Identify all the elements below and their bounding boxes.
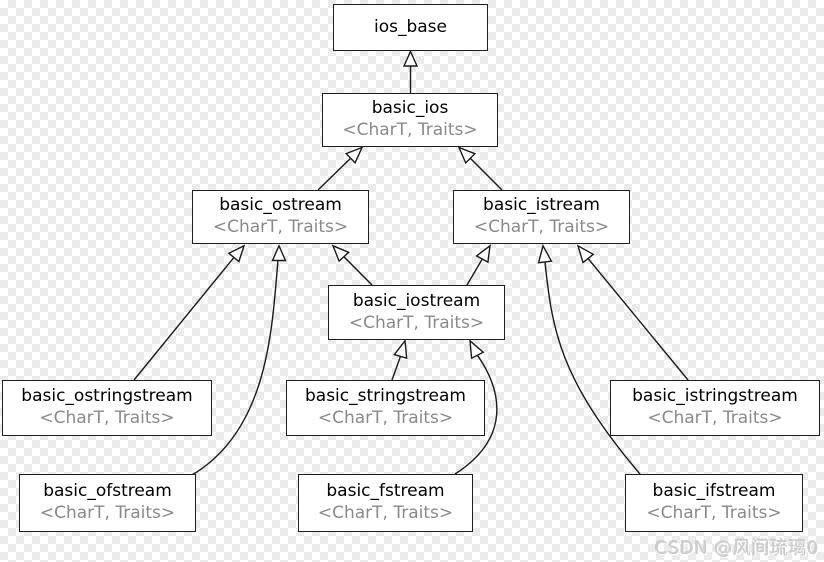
- template-params: <CharT, Traits>: [348, 312, 485, 333]
- class-name: basic_istream: [483, 195, 600, 216]
- class-name: basic_ifstream: [652, 481, 776, 502]
- inheritance-arrowhead-icon: [402, 49, 419, 67]
- class-box-basic-stringstream: basic_stringstream <CharT, Traits>: [286, 380, 485, 436]
- inheritance-arrowhead-icon: [537, 243, 553, 264]
- class-box-basic-istringstream: basic_istringstream <CharT, Traits>: [610, 380, 820, 436]
- template-params: <CharT, Traits>: [473, 217, 610, 237]
- inheritance-arrowhead-icon: [227, 244, 246, 263]
- inheritance-arrowhead-icon: [576, 244, 595, 264]
- template-params: <CharT, Traits>: [647, 408, 783, 428]
- template-params: <CharT, Traits>: [317, 503, 454, 523]
- edge-basic_ostream-extends-basic_ios: [317, 146, 364, 191]
- edge-basic_istringstream-extends-basic_istream: [576, 244, 689, 381]
- inheritance-arrowhead-icon: [331, 244, 350, 263]
- class-box-basic-ostringstream: basic_ostringstream <CharT, Traits>: [2, 380, 212, 436]
- class-box-basic-ifstream: basic_ifstream <CharT, Traits>: [625, 474, 803, 532]
- class-name: basic_ostringstream: [21, 386, 193, 407]
- class-box-basic-ofstream: basic_ofstream <CharT, Traits>: [19, 474, 196, 532]
- edge-basic_iostream-extends-basic_istream: [466, 244, 491, 286]
- edge-basic_iostream-extends-basic_ostream: [331, 244, 373, 286]
- class-name: basic_iostream: [352, 290, 481, 311]
- class-box-basic-ostream: basic_ostream <CharT, Traits>: [192, 190, 369, 244]
- template-params: <CharT, Traits>: [342, 120, 478, 140]
- edge-basic_stringstream-extends-basic_iostream: [391, 338, 408, 381]
- class-box-ios-base: ios_base: [333, 4, 488, 51]
- class-name: basic_stringstream: [304, 386, 466, 407]
- template-params: <CharT, Traits>: [212, 217, 349, 237]
- inheritance-arrowhead-icon: [469, 339, 485, 360]
- edge-basic_ofstream-extends-basic_ostream: [191, 244, 287, 476]
- class-name: basic_istringstream: [632, 386, 798, 407]
- class-name: ios_base: [373, 16, 447, 37]
- template-params: <CharT, Traits>: [39, 503, 176, 523]
- class-name: basic_ios: [371, 98, 449, 119]
- class-box-basic-istream: basic_istream <CharT, Traits>: [453, 190, 630, 244]
- template-params: <CharT, Traits>: [39, 408, 175, 428]
- inheritance-arrowhead-icon: [271, 244, 287, 262]
- class-name: basic_ostream: [219, 195, 342, 216]
- class-name: basic_ofstream: [43, 481, 172, 502]
- template-params: <CharT, Traits>: [317, 408, 454, 428]
- edge-basic_istream-extends-basic_ios: [457, 146, 503, 191]
- csdn-watermark: CSDN @风间琉璃0: [655, 538, 819, 559]
- class-box-basic-ios: basic_ios <CharT, Traits>: [322, 93, 498, 147]
- edge-basic_ios-extends-ios_base: [402, 49, 419, 93]
- inheritance-arrowhead-icon: [457, 146, 477, 165]
- class-box-basic-iostream: basic_iostream <CharT, Traits>: [328, 285, 505, 340]
- class-box-basic-fstream: basic_fstream <CharT, Traits>: [298, 474, 473, 532]
- template-params: <CharT, Traits>: [646, 503, 782, 523]
- edge-basic_ifstream-extends-basic_istream: [537, 243, 641, 475]
- inheritance-arrowhead-icon: [344, 146, 364, 165]
- inheritance-arrowhead-icon: [475, 244, 491, 264]
- class-name: basic_fstream: [326, 481, 445, 502]
- inheritance-arrowhead-icon: [393, 338, 408, 360]
- edge-basic_ostringstream-extends-basic_ostream: [133, 244, 246, 381]
